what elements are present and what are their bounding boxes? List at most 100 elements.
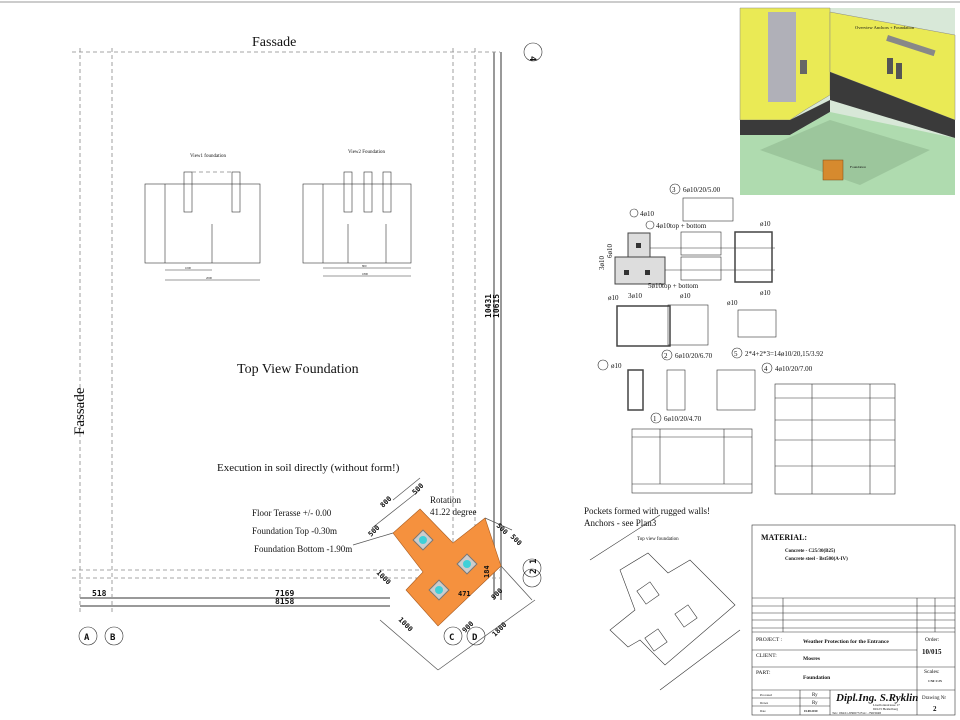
svg-text:Concrete - C25/30(B25): Concrete - C25/30(B25) bbox=[785, 549, 836, 554]
svg-text:Ry: Ry bbox=[812, 693, 818, 698]
foundation-bottom-level: Foundation Bottom -1.90m bbox=[254, 544, 352, 554]
svg-text:2: 2 bbox=[933, 705, 937, 713]
rotation-label: Rotation bbox=[430, 495, 461, 505]
svg-text:1000: 1000 bbox=[375, 569, 393, 587]
svg-text:1: 1 bbox=[653, 415, 657, 423]
svg-text:Drawing Nr: Drawing Nr bbox=[922, 696, 946, 701]
foundation-plan bbox=[352, 477, 536, 671]
svg-text:500: 500 bbox=[495, 522, 510, 537]
fassade-left-label: Fassade bbox=[72, 387, 88, 435]
dimension-lines bbox=[80, 52, 502, 607]
pocket bbox=[428, 579, 450, 601]
svg-text:6ø10: 6ø10 bbox=[606, 244, 614, 259]
dim-518: 518 bbox=[92, 589, 107, 598]
svg-text:10/015: 10/015 bbox=[922, 648, 942, 656]
view2-foundation: View2 Foundation 800 1800 bbox=[302, 150, 412, 277]
svg-text:4: 4 bbox=[764, 365, 768, 373]
svg-text:ø10: ø10 bbox=[727, 299, 738, 307]
svg-text:MATERIAL:: MATERIAL: bbox=[761, 533, 807, 542]
svg-text:Scales:: Scales: bbox=[924, 669, 940, 675]
top-view-foundation-title: Top View Foundation bbox=[237, 362, 359, 377]
svg-text:01.08.2010: 01.08.2010 bbox=[804, 709, 818, 713]
svg-text:6ø10/20/4.70: 6ø10/20/4.70 bbox=[664, 415, 702, 423]
svg-text:6ø10/20/6.70: 6ø10/20/6.70 bbox=[675, 352, 713, 360]
anchors-note: Anchors - see Plan3 bbox=[584, 518, 657, 528]
svg-text:184: 184 bbox=[483, 565, 491, 578]
execution-note: Execution in soil directly (without form… bbox=[217, 462, 400, 474]
title-block: MATERIAL: Concrete - C25/30(B25) Concret… bbox=[751, 524, 956, 716]
render-title: Overview Anchors + Foundation bbox=[855, 25, 915, 30]
svg-text:4ø10: 4ø10 bbox=[640, 210, 655, 218]
svg-text:ø10: ø10 bbox=[611, 362, 622, 370]
svg-text:Lisellottestrasse 17: Lisellottestrasse 17 bbox=[873, 703, 900, 707]
svg-text:Ry: Ry bbox=[812, 701, 818, 706]
svg-text:2*4+2*3=14ø10/20,15/3.92: 2*4+2*3=14ø10/20,15/3.92 bbox=[745, 350, 824, 358]
svg-text:Foundation: Foundation bbox=[803, 675, 830, 681]
axis-a: A bbox=[84, 633, 90, 643]
svg-text:Dipl.Ing. S.Ryklin: Dipl.Ing. S.Ryklin bbox=[835, 692, 918, 704]
svg-text:2000: 2000 bbox=[206, 276, 213, 280]
floor-terrace-level: Floor Terasse +/- 0.00 bbox=[252, 508, 332, 518]
svg-text:900: 900 bbox=[490, 587, 505, 602]
dim-10431: 10431 bbox=[484, 294, 493, 318]
svg-text:5: 5 bbox=[734, 350, 738, 358]
svg-text:1000: 1000 bbox=[185, 266, 192, 270]
svg-text:Weather Protection for the Ent: Weather Protection for the Entrance bbox=[803, 639, 889, 645]
svg-text:3ø10: 3ø10 bbox=[598, 256, 606, 271]
render-foundation-label: Foundation bbox=[850, 165, 866, 169]
overview-3d-render: Overview Anchors + Foundation Foundation bbox=[739, 7, 956, 195]
svg-text:4ø10top + bottom: 4ø10top + bottom bbox=[656, 222, 707, 230]
svg-text:2: 2 bbox=[664, 352, 668, 360]
svg-text:3ø10: 3ø10 bbox=[628, 292, 643, 300]
svg-text:4ø10/20/7.00: 4ø10/20/7.00 bbox=[775, 365, 813, 373]
pockets-note: Pockets formed with rugged walls! bbox=[584, 506, 710, 516]
svg-text:500: 500 bbox=[509, 533, 524, 548]
top-view-foundation-sketch bbox=[589, 514, 741, 691]
axis-2: 2 bbox=[529, 569, 539, 574]
svg-text:PART:: PART: bbox=[756, 670, 771, 676]
svg-text:1800: 1800 bbox=[362, 272, 369, 276]
pocket bbox=[412, 529, 434, 551]
svg-text:Mosres: Mosres bbox=[803, 656, 820, 662]
svg-text:Processed: Processed bbox=[760, 693, 772, 697]
axis-4: 4 bbox=[527, 56, 537, 62]
svg-text:69123 Heidelberg: 69123 Heidelberg bbox=[873, 707, 898, 711]
svg-text:Concrete steel - Bst500(A-IV): Concrete steel - Bst500(A-IV) bbox=[785, 557, 848, 562]
svg-text:ø10: ø10 bbox=[760, 289, 771, 297]
foundation-top-level: Foundation Top -0.30m bbox=[252, 526, 337, 536]
svg-text:View1 foundation: View1 foundation bbox=[190, 154, 226, 159]
axis-b: B bbox=[110, 633, 116, 643]
dim-10615: 10615 bbox=[492, 294, 501, 318]
svg-text:1800: 1800 bbox=[491, 621, 509, 639]
grid-lines bbox=[72, 48, 500, 612]
view1-foundation: View1 foundation 1000 2000 bbox=[144, 154, 261, 281]
rebar-details: 3 6ø10/20/5.00 4ø10 4ø10top + bottom 6ø1… bbox=[597, 183, 896, 495]
svg-text:Order:: Order: bbox=[925, 637, 940, 643]
svg-text:ø10: ø10 bbox=[760, 220, 771, 228]
axis-c: C bbox=[449, 633, 454, 643]
svg-text:1000: 1000 bbox=[397, 616, 415, 634]
axis-1: 1 bbox=[529, 559, 539, 564]
svg-text:800: 800 bbox=[379, 495, 394, 510]
svg-text:ø10: ø10 bbox=[680, 292, 691, 300]
svg-text:ø10: ø10 bbox=[608, 294, 619, 302]
svg-text:5ø10top + bottom: 5ø10top + bottom bbox=[648, 282, 699, 290]
svg-text:PROJECT :: PROJECT : bbox=[756, 637, 783, 643]
svg-text:6ø10/20/5.00: 6ø10/20/5.00 bbox=[683, 186, 721, 194]
svg-text:View2 Foundation: View2 Foundation bbox=[348, 150, 386, 155]
svg-text:Tel.: 06221-830673 Fax: -7963: Tel.: 06221-830673 Fax: -7963048 bbox=[832, 711, 881, 715]
svg-text:3: 3 bbox=[672, 186, 676, 194]
svg-text:1:50 1:25: 1:50 1:25 bbox=[928, 679, 942, 683]
svg-text:Drawn: Drawn bbox=[760, 701, 769, 705]
axis-d: D bbox=[472, 633, 478, 643]
top-view-foundation-label: Top view foundation bbox=[637, 537, 679, 542]
svg-text:800: 800 bbox=[362, 264, 367, 268]
fassade-top-label: Fassade bbox=[252, 35, 296, 50]
svg-text:CLIENT:: CLIENT: bbox=[756, 653, 777, 659]
dim-8158: 8158 bbox=[275, 597, 294, 606]
rotation-value: 41.22 degree bbox=[430, 507, 476, 517]
dim-7169: 7169 bbox=[275, 589, 294, 598]
pocket bbox=[456, 553, 478, 575]
svg-text:500: 500 bbox=[367, 524, 382, 539]
